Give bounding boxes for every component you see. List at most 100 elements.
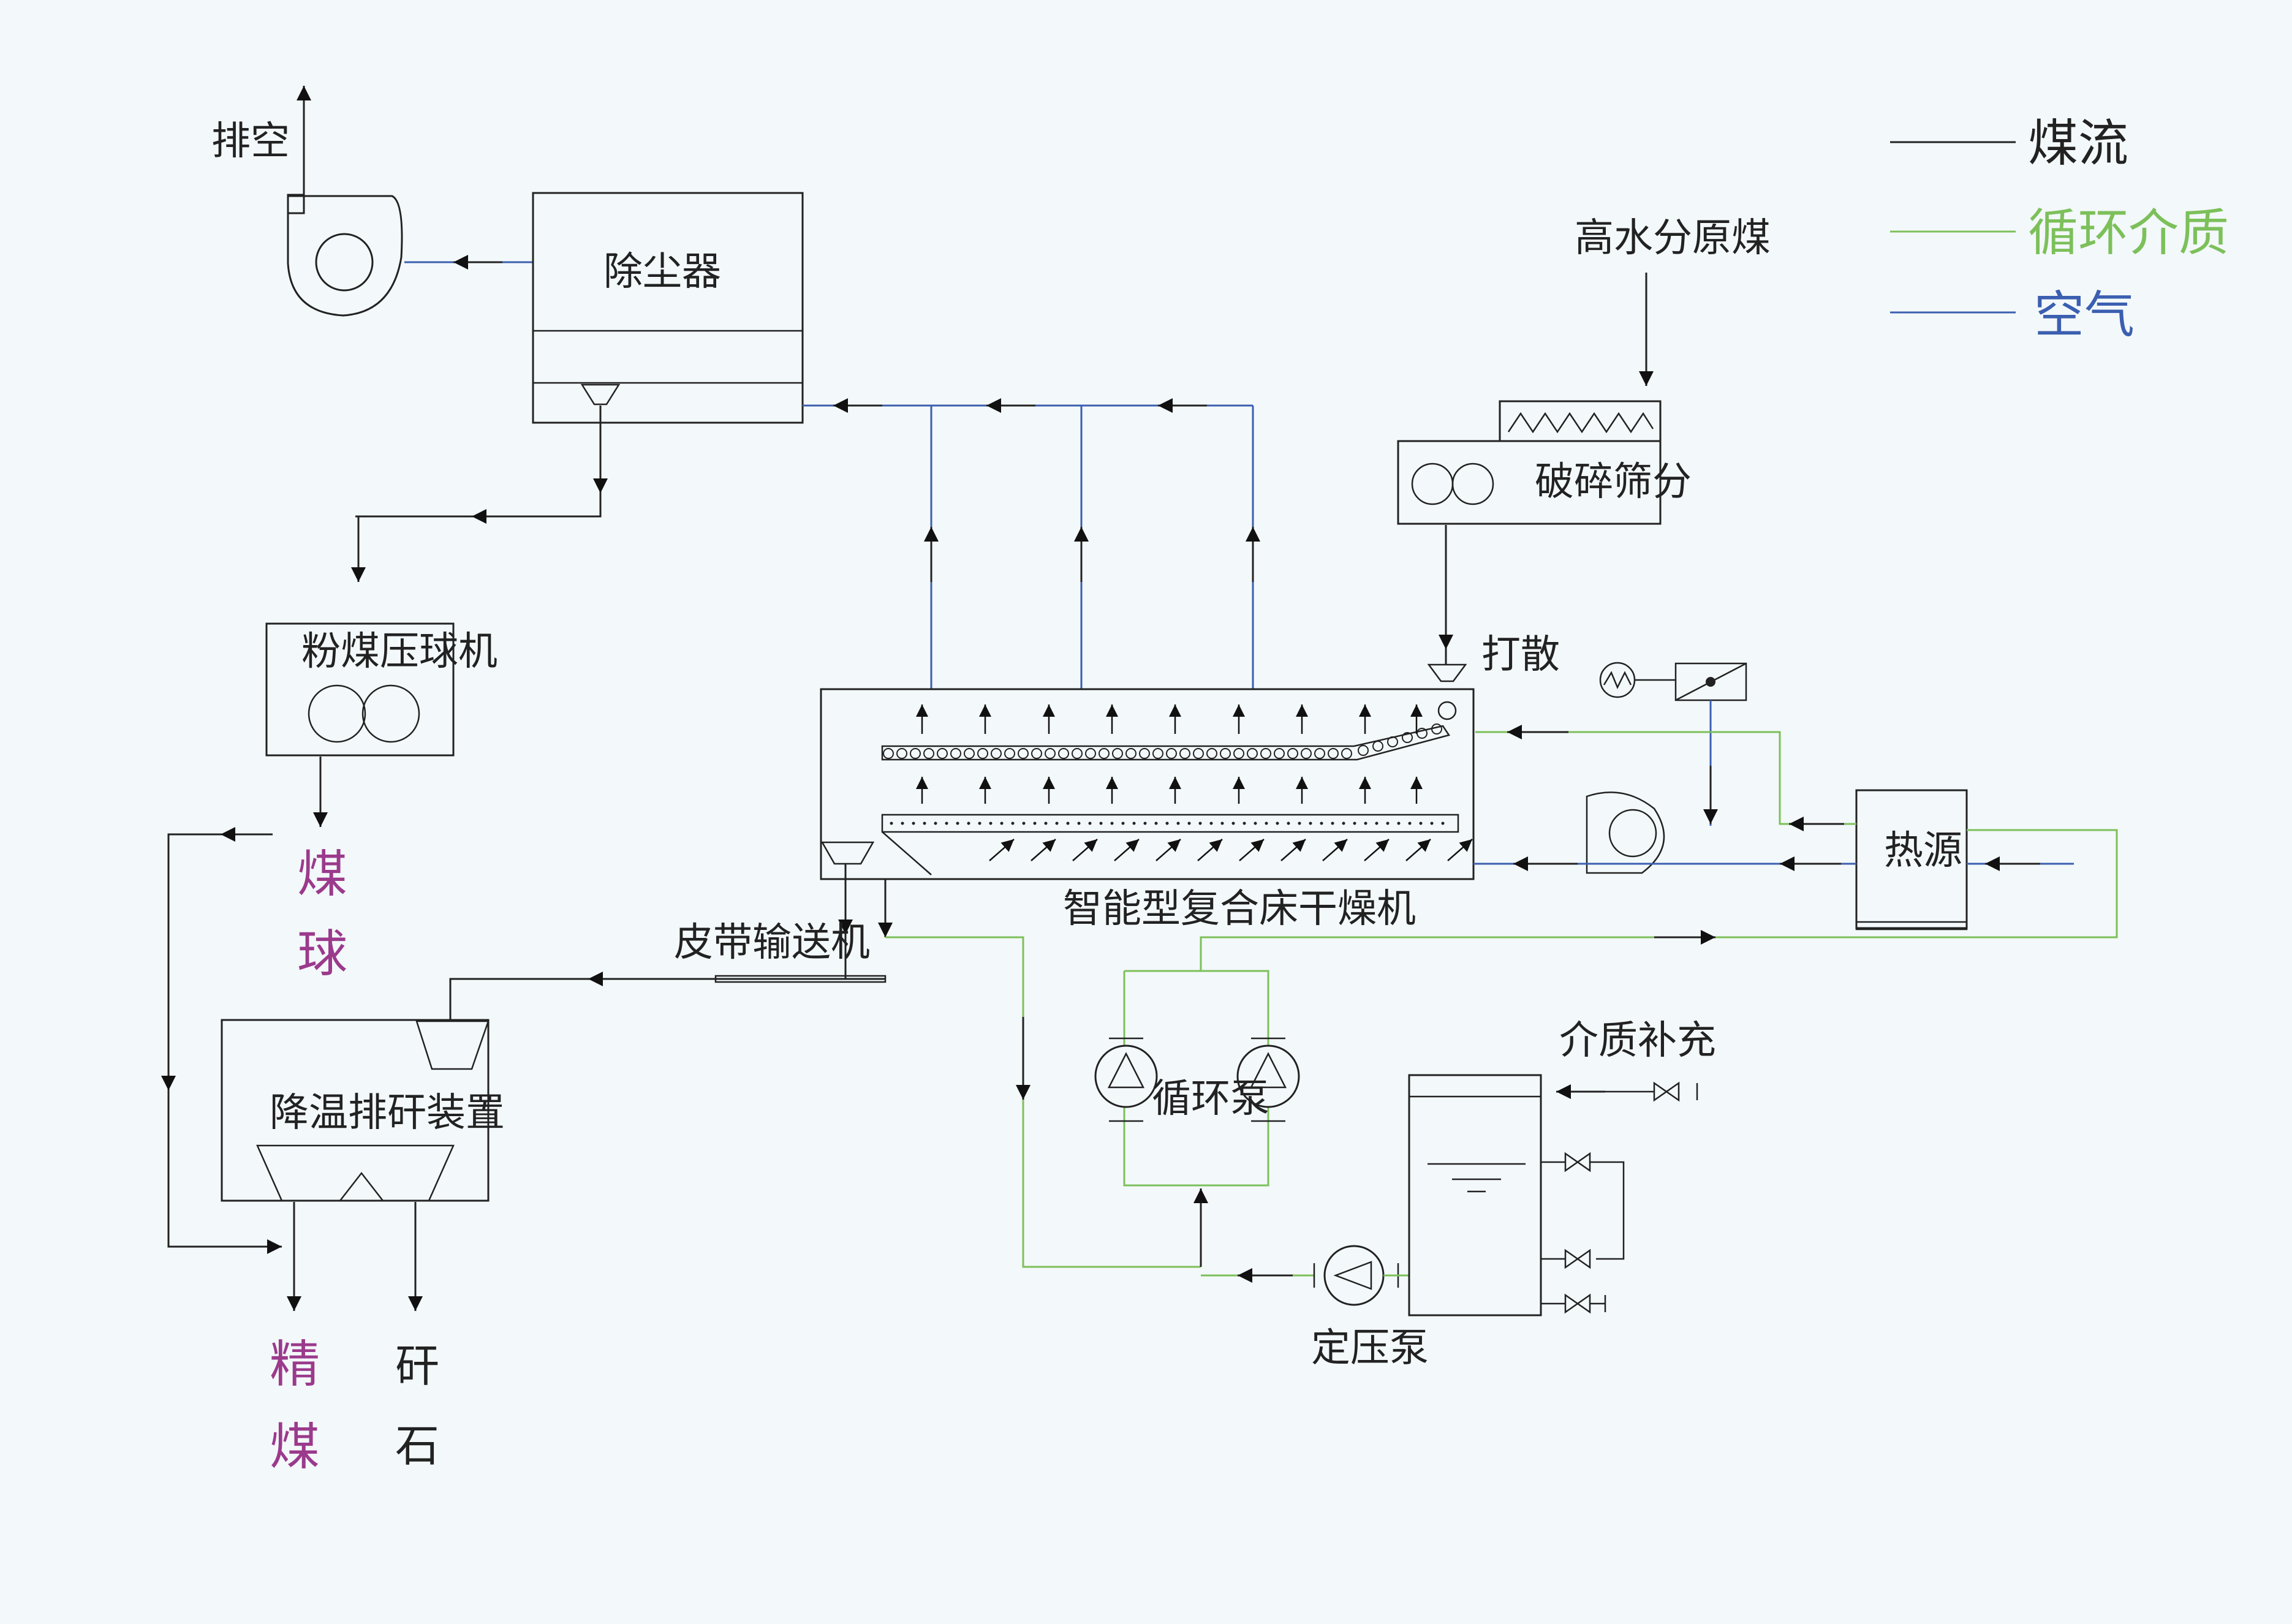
- bed-particle: [1298, 821, 1301, 825]
- scatter-label: 打散: [1481, 632, 1560, 678]
- bed-particle: [1331, 821, 1334, 825]
- bed-roller-icon: [991, 748, 1002, 759]
- crusher-box: [1397, 400, 1662, 525]
- pressure-pump-icon: [1313, 1245, 1409, 1306]
- bed-particle: [1176, 821, 1180, 825]
- bed-particle: [1231, 821, 1235, 825]
- bed-particle: [967, 821, 970, 825]
- dryer-diag-arrow: [1197, 839, 1223, 861]
- scatter-hopper-icon: [1427, 663, 1467, 682]
- bed-particle: [901, 821, 904, 825]
- bed-particle: [1121, 821, 1125, 825]
- dryer-diag-arrow: [1072, 839, 1098, 861]
- crusher-roller-icon: [1451, 463, 1494, 505]
- dryer-up-arrows: [916, 704, 1423, 804]
- bed-roller-icon: [1018, 748, 1029, 759]
- bed-particle: [1220, 821, 1224, 825]
- bed-roller-icon: [1341, 748, 1352, 759]
- briquette-press-label: 粉煤压球机: [301, 629, 497, 674]
- dryer-diag-arrows: [989, 839, 1473, 861]
- dust-collector-label: 除尘器: [603, 249, 721, 295]
- circulation-pumps: [1094, 970, 1300, 1187]
- bed-particle: [923, 821, 926, 825]
- tank-valves: [1541, 1152, 1625, 1314]
- bed-roller-icon: [1431, 723, 1442, 735]
- bed-roller-icon: [1152, 748, 1163, 759]
- bed-roller-icon: [910, 748, 921, 759]
- bed-particle: [1044, 821, 1048, 825]
- bed-roller-icon: [950, 748, 961, 759]
- medium-refill-label: 介质补充: [1559, 1018, 1716, 1063]
- bed-roller-icon: [1031, 748, 1042, 759]
- crush-screen-label: 破碎筛分: [1535, 459, 1692, 505]
- bed-particle: [1397, 821, 1401, 825]
- bed-roller-icon: [1085, 748, 1096, 759]
- briquette-press-box: [265, 622, 455, 757]
- bed-particle: [1254, 821, 1257, 825]
- medium-tank: [1408, 1074, 1542, 1316]
- bed-roller-icon: [964, 748, 975, 759]
- bed-roller-icon: [1402, 732, 1413, 743]
- bed-roller-icon: [1314, 748, 1325, 759]
- bed-particle: [1066, 821, 1070, 825]
- raw-coal-label: 高水分原煤: [1575, 216, 1771, 261]
- exhaust-fan-icon: [287, 194, 403, 317]
- bed-particle: [1110, 821, 1114, 825]
- dryer-diag-arrow: [1239, 839, 1265, 861]
- bed-roller-icon: [1220, 748, 1231, 759]
- cooling-device-box: [221, 1019, 490, 1202]
- heat-source-label: 热源: [1884, 828, 1962, 874]
- belt-to-cooler-line: [449, 978, 716, 1020]
- bed-roller-icon: [1112, 748, 1123, 759]
- refill-valve-icon: [1653, 1081, 1698, 1102]
- bed-particle: [1375, 821, 1379, 825]
- dryer-diag-arrow: [1405, 839, 1431, 861]
- bed-particle: [1276, 821, 1279, 825]
- bed-roller-icon: [1301, 748, 1312, 759]
- heat-source-box: [1855, 789, 1968, 931]
- dryer-diag-arrow: [1114, 839, 1140, 861]
- bed-roller-icon: [1179, 748, 1190, 759]
- bed-particle: [945, 821, 948, 825]
- bed-particle: [1419, 821, 1423, 825]
- bed-roller-icon: [1004, 748, 1015, 759]
- bed-roller-icon: [1125, 748, 1137, 759]
- circulation-pump-label: 循环泵: [1152, 1076, 1269, 1122]
- bed-roller-icon: [937, 748, 948, 759]
- bed-particle: [890, 821, 893, 825]
- bed-roller-icon: [896, 748, 907, 759]
- press-roller-icon: [361, 684, 420, 743]
- blower-fan-icon: [1586, 791, 1665, 874]
- bed-roller-icon: [977, 748, 988, 759]
- dryer-diag-arrow: [1155, 839, 1181, 861]
- bed-particle: [934, 821, 937, 825]
- dryer-bed-rollers: [883, 723, 1445, 825]
- bed-roller-icon: [1274, 748, 1285, 759]
- bed-roller-icon: [1206, 748, 1217, 759]
- coal-ball-label-2: 球: [297, 925, 347, 983]
- bed-particle: [1242, 821, 1246, 825]
- dryer-diag-arrow: [1031, 839, 1056, 861]
- bed-particle: [1353, 821, 1356, 825]
- press-roller-icon: [308, 684, 366, 743]
- dryer-diag-arrow: [1447, 839, 1473, 861]
- medium-supply-line: [1475, 731, 1856, 825]
- motor-icon: [1599, 662, 1636, 698]
- bed-roller-icon: [1058, 748, 1069, 759]
- bed-roller-icon: [1166, 748, 1177, 759]
- scatter-rotor-icon: [1437, 701, 1457, 720]
- bed-roller-icon: [1372, 741, 1383, 752]
- bed-particle: [1022, 821, 1026, 825]
- bed-particle: [1386, 821, 1390, 825]
- bed-particle: [1430, 821, 1434, 825]
- dryer-diag-arrow: [1280, 839, 1306, 861]
- bed-particle: [1408, 821, 1412, 825]
- vent-label: 排空: [211, 119, 290, 164]
- bed-particle: [1209, 821, 1213, 825]
- dryer-diag-arrow: [1322, 839, 1348, 861]
- clean-coal-label-2: 煤: [270, 1418, 320, 1476]
- bed-particle: [1143, 821, 1147, 825]
- bed-particle: [1441, 821, 1445, 825]
- legend-air-label: 空气: [2034, 286, 2135, 344]
- bed-roller-icon: [1260, 748, 1271, 759]
